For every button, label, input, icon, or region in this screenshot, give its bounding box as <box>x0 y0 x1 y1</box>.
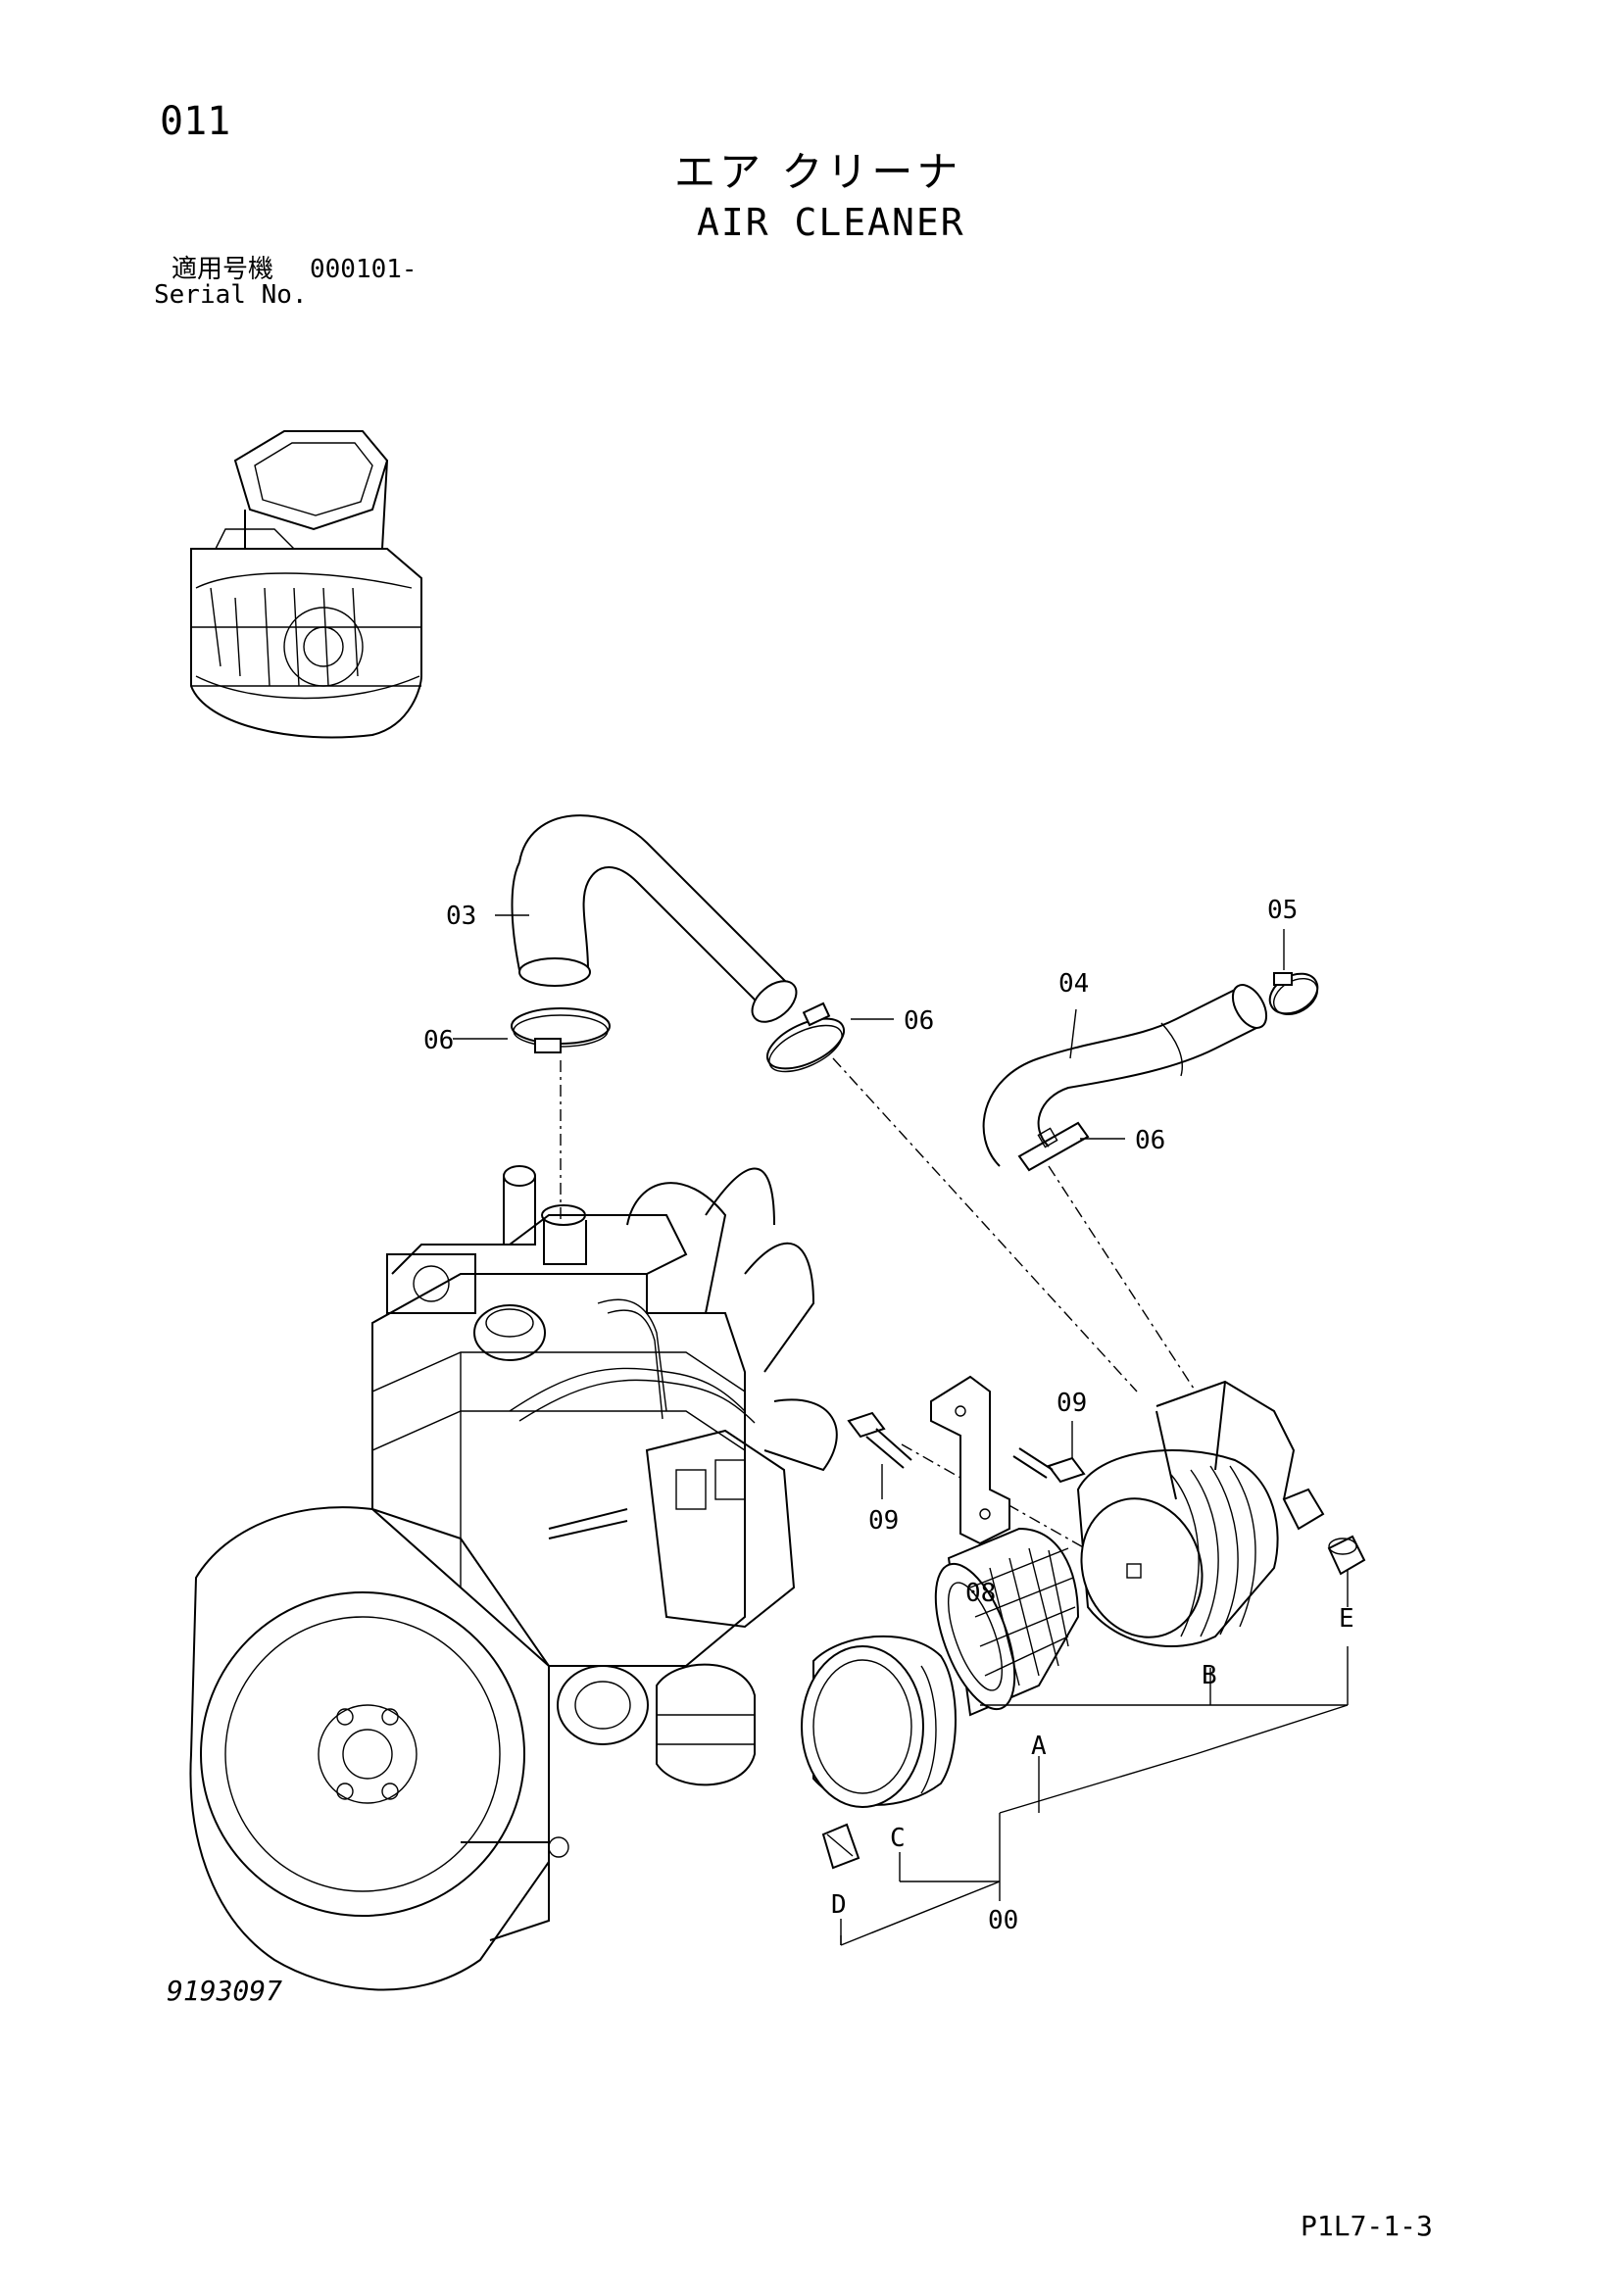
callout-04: 04 <box>1058 969 1089 999</box>
title-english: AIR CLEANER <box>697 201 965 244</box>
engine-assembly <box>189 1165 838 1991</box>
bolt-09-left <box>847 1411 912 1469</box>
callout-C: C <box>890 1824 906 1853</box>
title-japanese: エア クリーナ <box>674 148 962 196</box>
callout-D: D <box>831 1890 847 1920</box>
inlet-hose-04 <box>982 984 1268 1167</box>
air-cleaner-body-B <box>1076 1380 1325 1647</box>
sheet-code: P1L7-1-3 <box>1301 2210 1433 2242</box>
callout-06-top-left: 06 <box>423 1026 454 1055</box>
serial-label-japanese: 適用号機 <box>172 255 274 284</box>
callout-05: 05 <box>1267 896 1298 925</box>
filter-element-A <box>934 1527 1080 1717</box>
air-intake-hose-03 <box>511 814 798 1023</box>
callout-09-left: 09 <box>868 1506 899 1536</box>
callout-E: E <box>1339 1604 1354 1634</box>
drawing-number: 9193097 <box>167 1975 283 2007</box>
valve-E <box>1327 1535 1366 1576</box>
evacuator-valve-D <box>821 1823 860 1870</box>
callout-B: B <box>1202 1661 1217 1690</box>
callout-A: A <box>1031 1732 1047 1761</box>
callout-06-top-mid: 06 <box>904 1006 934 1036</box>
bolt-09-right <box>1012 1447 1086 1484</box>
hose-clamp-06-right <box>1017 1121 1090 1172</box>
callout-08: 08 <box>965 1579 996 1608</box>
hose-clamp-06-mid <box>766 1001 845 1073</box>
bracket-08 <box>930 1375 1010 1545</box>
cover-C <box>801 1635 957 1808</box>
machine-overview-inset <box>190 430 422 739</box>
callout-09-right: 09 <box>1057 1389 1087 1418</box>
assembly-00-bracket <box>840 1646 1349 1946</box>
callout-06-right: 06 <box>1135 1126 1165 1155</box>
hose-clamp-05 <box>1268 972 1319 1016</box>
hose-clamp-06-left <box>511 1007 611 1053</box>
serial-value: 000101- <box>310 255 418 284</box>
page-number: 011 <box>160 99 231 144</box>
callout-labels: 03 06 06 05 04 06 09 09 08 E B A C D 00 <box>423 896 1354 1935</box>
callout-03: 03 <box>446 902 476 931</box>
serial-label-english: Serial No. <box>154 280 308 310</box>
callout-00: 00 <box>988 1906 1018 1935</box>
